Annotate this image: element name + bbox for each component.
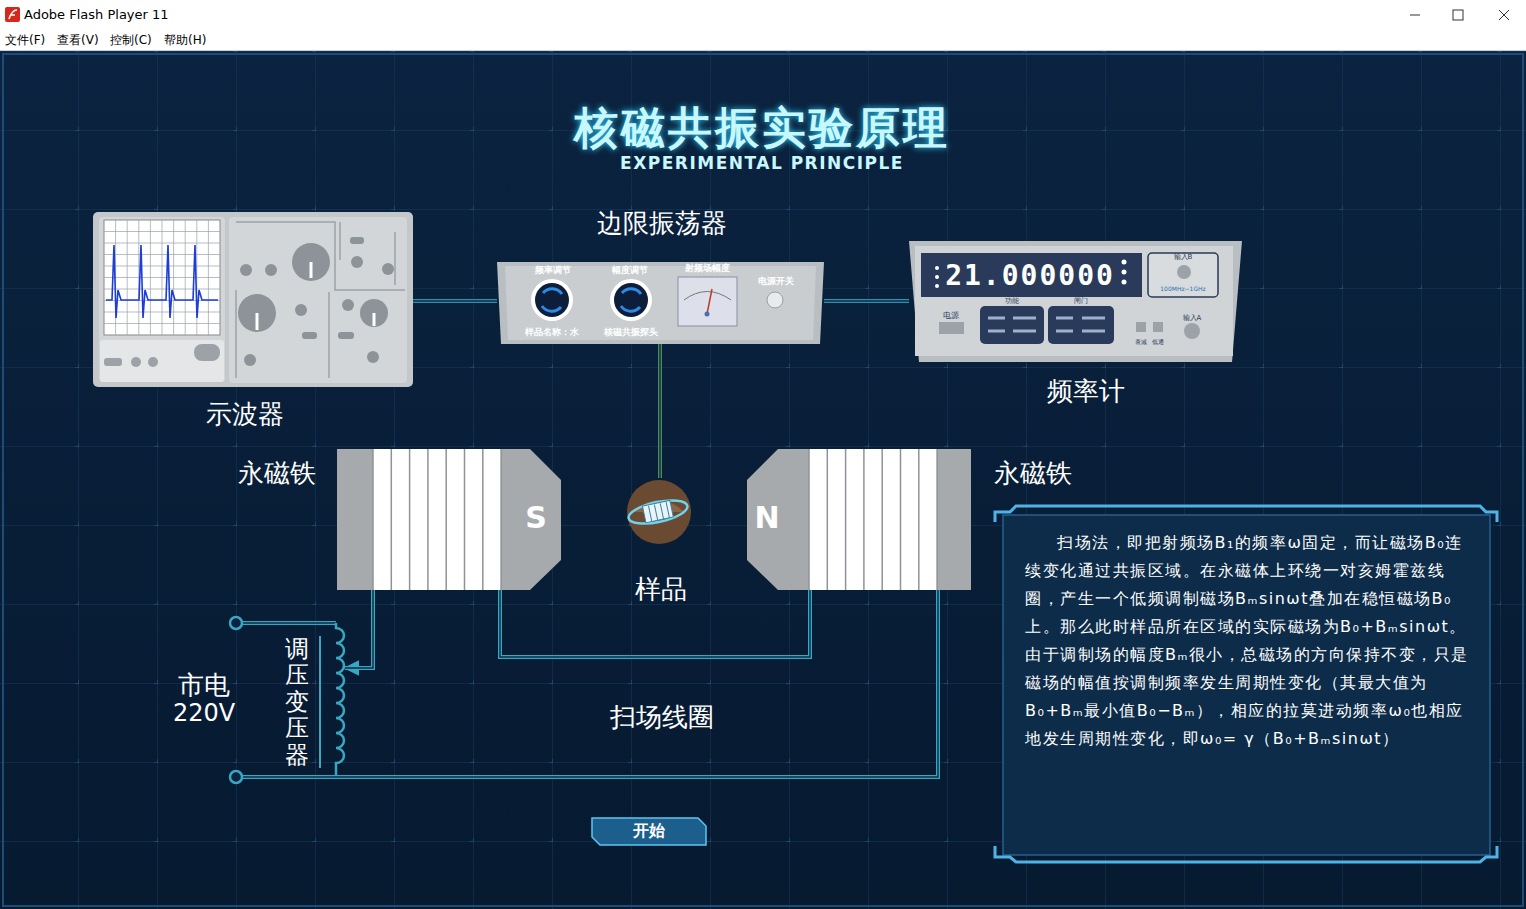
info-panel-frame	[995, 506, 1497, 862]
permanent-magnet-right	[747, 449, 971, 590]
oscilloscope: 示波器	[93, 212, 413, 387]
wire-path	[658, 344, 662, 478]
node-label: 永磁铁	[994, 459, 1072, 489]
wire-connector	[413, 301, 497, 302]
node-label: 边限振荡器	[597, 209, 727, 239]
wire-core	[345, 590, 373, 668]
wire-connector	[824, 301, 909, 302]
sample-tube	[627, 480, 691, 544]
minimize-icon	[1410, 15, 1420, 16]
menu-item: 控制(C)	[110, 34, 152, 48]
page-title: 核磁共振实验原理	[574, 103, 950, 154]
wire-connector	[660, 344, 661, 478]
sample: 样品	[627, 478, 691, 542]
permanent-magnet-left	[337, 449, 561, 590]
menu-bar	[0, 30, 1526, 50]
start-button-shape	[592, 818, 706, 845]
app-icon	[5, 7, 20, 22]
frequency-readout: 21.000000	[945, 260, 1115, 292]
wire-connector	[345, 590, 373, 668]
mains-wiring	[230, 617, 344, 783]
wire-core	[824, 300, 909, 301]
wire-core	[413, 300, 497, 301]
node-label: 调压变压器	[285, 636, 309, 768]
page-subtitle: EXPERIMENTAL PRINCIPLE	[620, 154, 904, 174]
node-label: 样品	[635, 575, 687, 605]
window-title: Adobe Flash Player 11	[24, 8, 169, 23]
sweep-coil-label: 扫场线圈	[610, 703, 714, 733]
frequency-counter	[909, 241, 1242, 362]
wire-core	[330, 590, 938, 777]
probe-label: 核磁共振探头	[604, 327, 658, 337]
meter-label: 射频场幅度	[685, 263, 730, 273]
switch-label: 电源开关	[758, 276, 794, 286]
node-label: 永磁铁	[238, 459, 316, 489]
panel-label: 闸门	[1074, 297, 1088, 305]
knob-label: 幅度调节	[612, 265, 648, 275]
wire-connector	[330, 590, 938, 777]
oscilloscope	[93, 212, 413, 387]
permanent-magnet: 永磁铁N	[747, 449, 971, 590]
knob-label: 频率调节	[535, 265, 571, 275]
close-icon	[1499, 10, 1509, 20]
node-label: 示波器	[206, 400, 284, 430]
input-label: 输入B	[1174, 253, 1193, 261]
button-label: 电源	[943, 311, 959, 320]
wire-path	[330, 590, 938, 777]
input-label: 输入A	[1183, 314, 1202, 322]
panel-text: 扫场法，即把射频场B₁的频率ω固定，而让磁场B₀连续变化通过共振区域。在永磁体上…	[1025, 529, 1472, 753]
pole-letter: S	[525, 501, 547, 536]
title-bar	[0, 0, 1526, 30]
menu-item: 帮助(H)	[164, 34, 206, 48]
pole-letter: N	[754, 501, 779, 536]
wire-path	[413, 299, 497, 303]
input-range: 100MHz~1GHz	[1160, 286, 1205, 293]
wire-path	[824, 299, 909, 303]
info-panel: 扫场法，即把射频场B₁的频率ω固定，而让磁场B₀连续变化通过共振区域。在永磁体上…	[1003, 515, 1490, 855]
permanent-magnet: 永磁铁S	[337, 449, 561, 590]
stage-frame	[3, 54, 1523, 906]
panel-label: 功能	[1005, 297, 1019, 305]
wire-core	[659, 344, 660, 478]
button-label: 衰减	[1135, 339, 1147, 346]
wire-path	[345, 590, 373, 668]
node-label: 频率计	[1047, 377, 1125, 407]
mains-label: 市电	[178, 671, 230, 701]
start-button: 开始	[592, 818, 706, 845]
voltage-transformer: 调压变压器	[283, 620, 345, 777]
button-label: 低通	[1152, 339, 1164, 346]
voltage-label: 220V	[173, 700, 235, 728]
stage-ground	[0, 51, 1526, 909]
marginal-oscillator	[497, 262, 824, 344]
menu-item: 查看(V)	[57, 34, 99, 48]
node-label: 开始	[633, 822, 665, 840]
maximize-icon	[1453, 10, 1463, 20]
menu-item: 文件(F)	[5, 34, 45, 48]
sample-name: 样品名称：水	[525, 327, 579, 337]
